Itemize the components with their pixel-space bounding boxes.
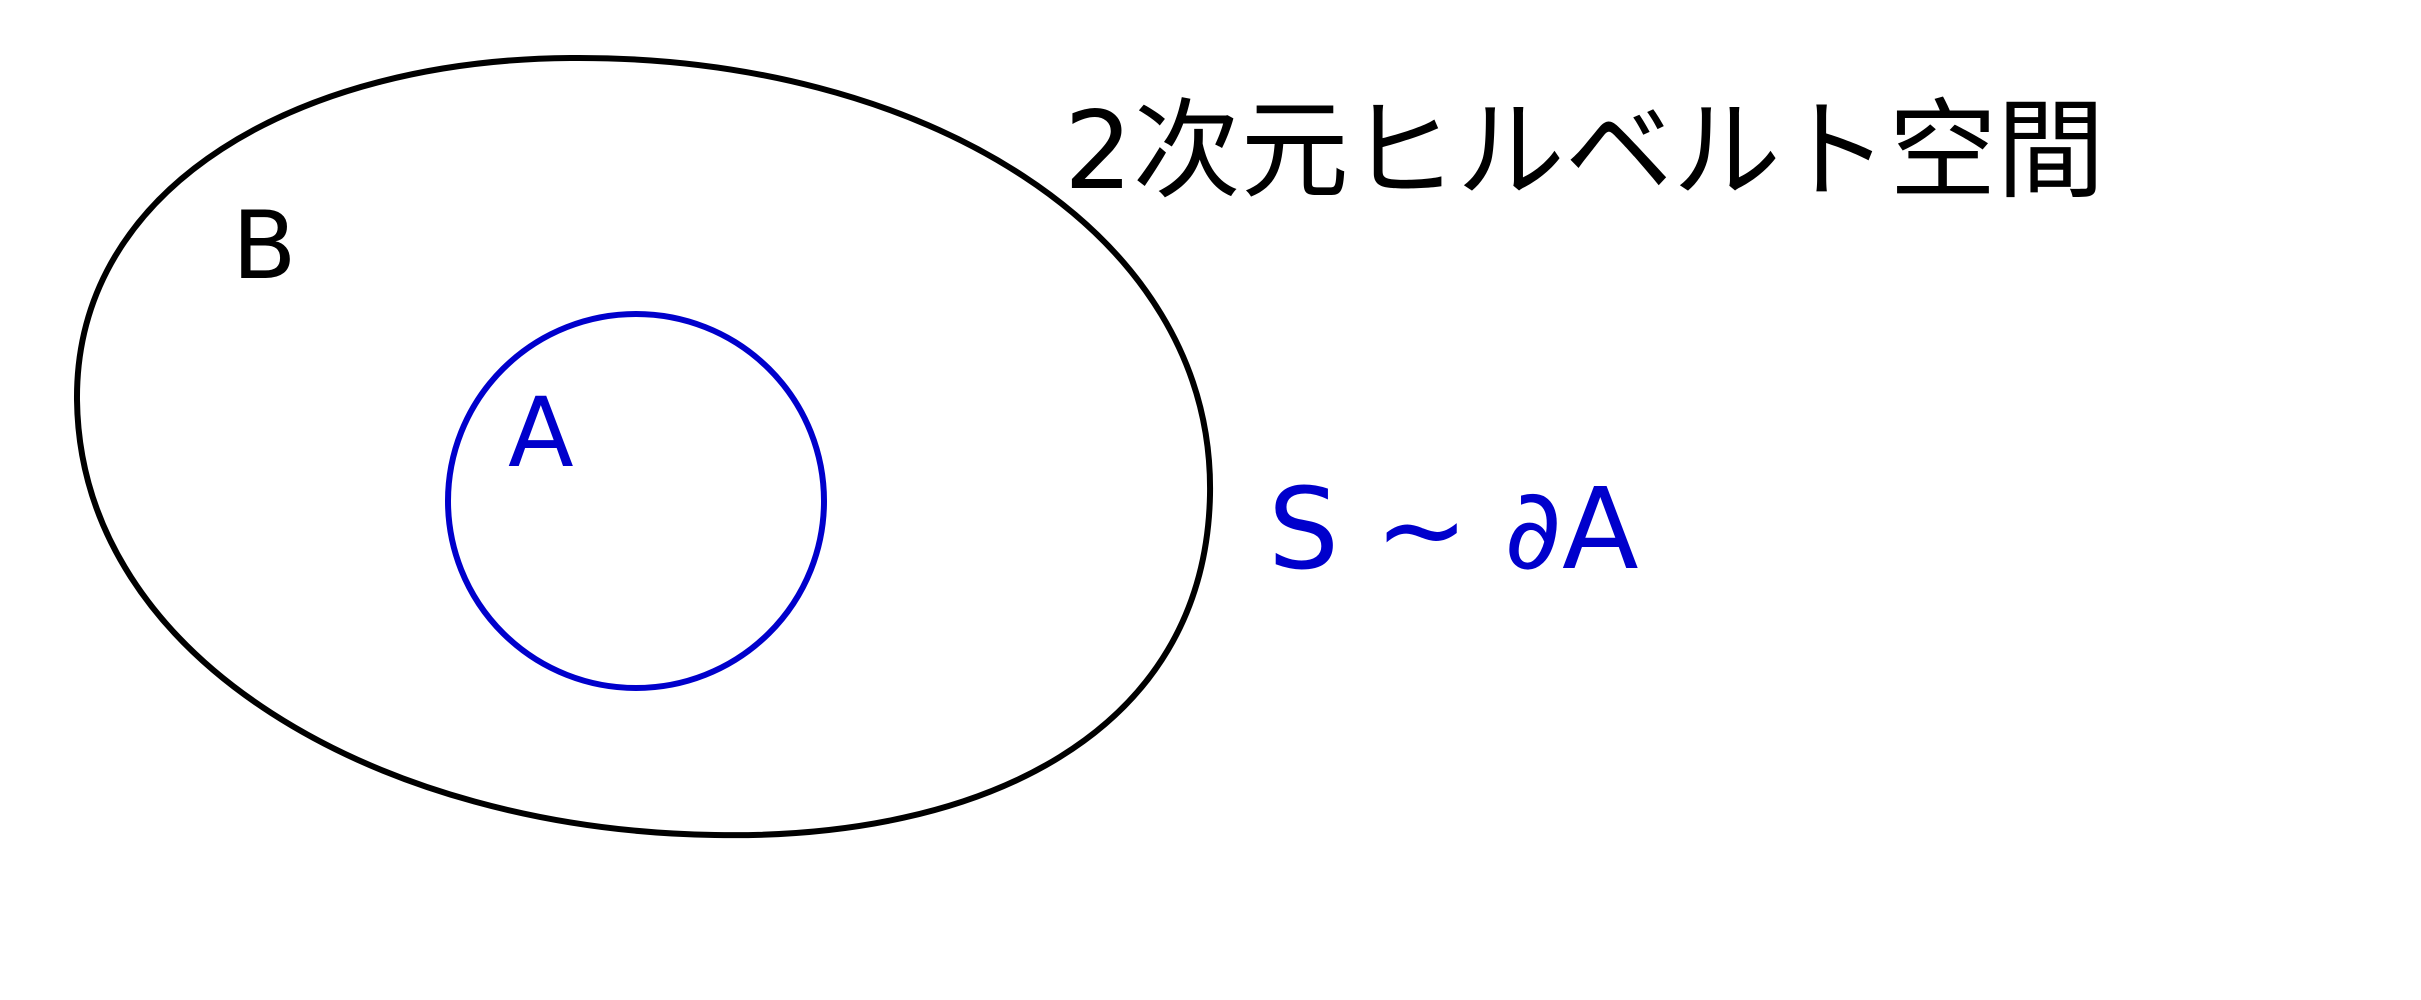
set-a-circle: [445, 311, 827, 691]
set-b-label: B: [232, 192, 297, 301]
hilbert-space-label: 2次元ヒルベルト空間: [1064, 89, 2105, 214]
set-a-label: A: [508, 377, 574, 489]
relation-label: S ~ ∂A: [1268, 465, 1639, 595]
set-b-ellipse: [73, 54, 1214, 839]
